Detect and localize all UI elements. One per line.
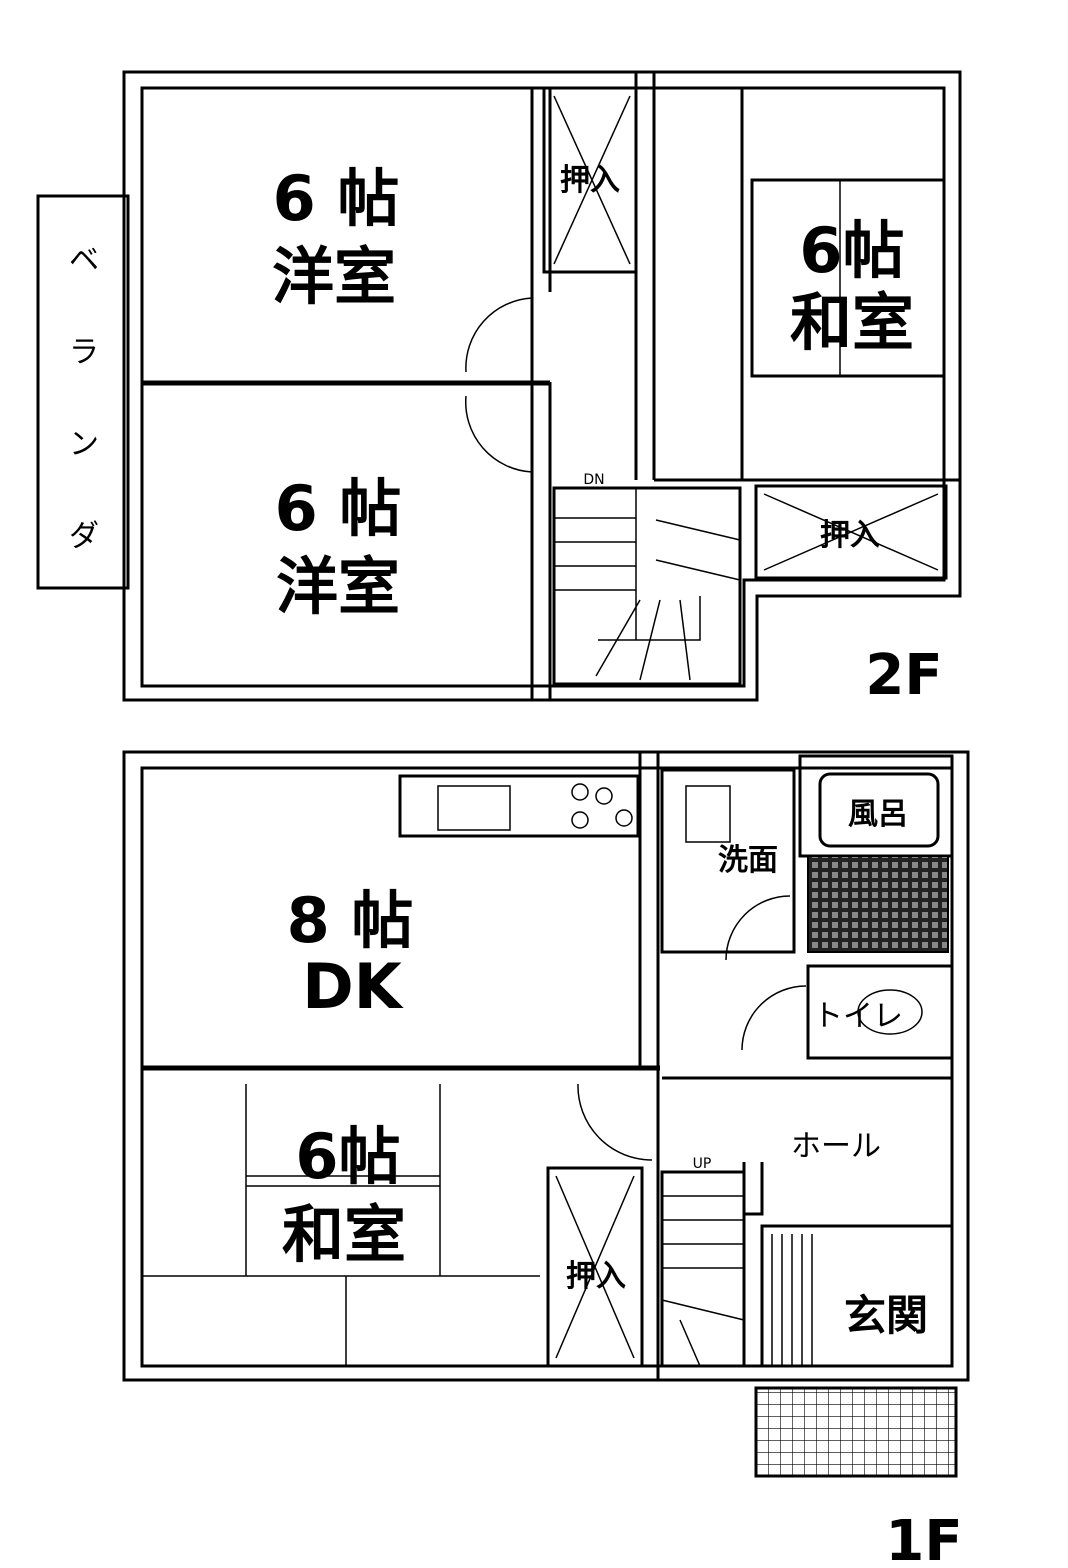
1f-door-arc-toilet — [741, 985, 807, 1051]
entrance-outline — [760, 1224, 954, 1368]
2f-stair-mark: DN — [583, 472, 604, 488]
kitchen-sink — [437, 785, 511, 831]
kitchen-counter — [398, 774, 640, 838]
2f-room-c-size: 6帖 — [799, 214, 904, 287]
bathtub — [818, 772, 940, 848]
1f-outer-wall — [122, 750, 970, 1382]
closet-right-cross — [763, 493, 939, 571]
2f-closet-top-label: 押入 — [560, 163, 620, 198]
1f-closet-outline — [546, 1166, 644, 1368]
toilet-outline — [806, 964, 954, 1060]
veranda-label-char: ダ — [69, 519, 99, 554]
2f-stair-outline — [552, 486, 742, 686]
floor-1f: 8 帖 DK 6帖 和室 押入 風呂 洗面 トイレ ホール 玄関 UP 1F — [122, 750, 970, 1568]
1f-washitsu-type: 和室 — [282, 1198, 406, 1271]
closet-top-cross — [553, 95, 631, 265]
2f-room-a-type: 洋室 — [272, 240, 396, 313]
bath-label: 風呂 — [848, 797, 908, 832]
2f-closet-right-label: 押入 — [820, 518, 880, 553]
2f-floor-label: 2F — [865, 643, 942, 708]
1f-floor-label: 1F — [885, 1509, 962, 1568]
veranda-label-char: ラ — [69, 335, 99, 370]
stove-burner — [615, 809, 633, 827]
1f-stair-steps — [661, 1195, 745, 1367]
2f-washitsu-outline — [750, 178, 946, 378]
closet-right-outline — [754, 484, 948, 580]
bath-floor-tile — [807, 855, 949, 953]
porch-tile — [754, 1386, 958, 1478]
washroom-label: 洗面 — [718, 843, 778, 878]
2f-door-arc-b — [464, 395, 533, 473]
2f-room-a-size: 6 帖 — [273, 162, 400, 235]
1f-closet-label: 押入 — [566, 1259, 626, 1294]
washbasin — [685, 785, 731, 843]
dk-type: DK — [302, 950, 403, 1023]
1f-washitsu-tatami — [142, 1084, 540, 1366]
2f-inner-wall — [140, 86, 946, 688]
1f-closet-cross — [555, 1175, 635, 1359]
stove-burner — [595, 787, 613, 805]
1f-center-wall — [638, 752, 660, 1380]
toilet-label: トイレ — [813, 999, 903, 1034]
2f-room-b-size: 6 帖 — [275, 472, 402, 545]
toilet-bowl — [857, 989, 923, 1035]
2f-center-wall — [530, 88, 552, 700]
entrance-shoe-rack — [771, 1234, 813, 1366]
dk-size: 8 帖 — [287, 884, 414, 957]
veranda-label-char: ベ — [69, 243, 99, 278]
2f-outer-wall — [122, 70, 962, 702]
1f-stair-mark: UP — [693, 1156, 712, 1172]
1f-washitsu-size: 6帖 — [295, 1120, 400, 1193]
veranda-label-char: ン — [69, 427, 99, 462]
entrance-label: 玄関 — [844, 1291, 928, 1340]
stove-burner — [571, 811, 589, 829]
2f-stair-steps — [554, 488, 741, 681]
1f-door-arc-wash — [725, 895, 791, 961]
1f-stair-outline — [660, 1170, 746, 1368]
1f-door-arc-washitsu — [577, 1083, 653, 1161]
2f-room-c-type: 和室 — [790, 286, 914, 359]
stove-burner — [571, 783, 589, 801]
2f-corridor-walls — [634, 72, 960, 482]
washroom-outline — [660, 768, 796, 954]
2f-door-arc-a — [465, 297, 533, 373]
veranda-outline — [36, 194, 130, 590]
2f-room-b-type: 洋室 — [276, 550, 400, 623]
hall-label: ホール — [791, 1129, 881, 1164]
